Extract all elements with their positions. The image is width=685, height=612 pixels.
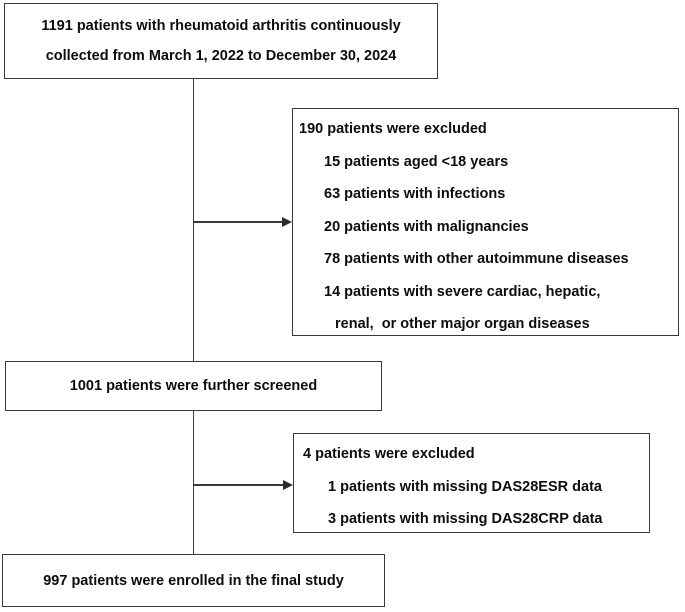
exclusion-1-item: 78 patients with other autoimmune diseas…: [324, 251, 629, 267]
initial-cohort-line-1: 1191 patients with rheumatoid arthritis …: [41, 18, 401, 34]
final-enrollment-box: 997 patients were enrolled in the final …: [2, 554, 385, 607]
initial-cohort-box: 1191 patients with rheumatoid arthritis …: [4, 3, 438, 79]
arrowhead-exclusion-1-icon: [282, 216, 292, 227]
horizontal-connector-exclusion-2: [193, 484, 284, 486]
screened-box: 1001 patients were further screened: [5, 361, 382, 411]
exclusion-box-1: 190 patients were excluded 15 patients a…: [292, 108, 679, 336]
screened-box-text: 1001 patients were further screened: [69, 378, 318, 394]
exclusion-1-item-continuation: renal, or other major organ diseases: [335, 316, 590, 332]
exclusion-1-title: 190 patients were excluded: [299, 121, 487, 137]
initial-cohort-line-2: collected from March 1, 2022 to December…: [45, 48, 397, 64]
final-enrollment-text: 997 patients were enrolled in the final …: [43, 572, 344, 589]
exclusion-1-item: 14 patients with severe cardiac, hepatic…: [324, 283, 601, 300]
exclusion-2-item: 1 patients with missing DAS28ESR data: [328, 478, 602, 495]
arrowhead-exclusion-2-icon: [283, 479, 293, 490]
exclusion-1-item: 20 patients with malignancies: [324, 218, 529, 235]
exclusion-1-item: 15 patients aged <18 years: [324, 153, 509, 170]
vertical-connector-lower: [192, 411, 195, 554]
exclusion-2-item: 3 patients with missing DAS28CRP data: [328, 511, 603, 527]
exclusion-box-2: 4 patients were excluded 1 patients with…: [293, 433, 650, 533]
vertical-connector-upper: [192, 79, 195, 361]
horizontal-connector-exclusion-1: [193, 221, 283, 223]
exclusion-1-item: 63 patients with infections: [324, 186, 506, 202]
exclusion-2-title: 4 patients were excluded: [303, 446, 475, 462]
